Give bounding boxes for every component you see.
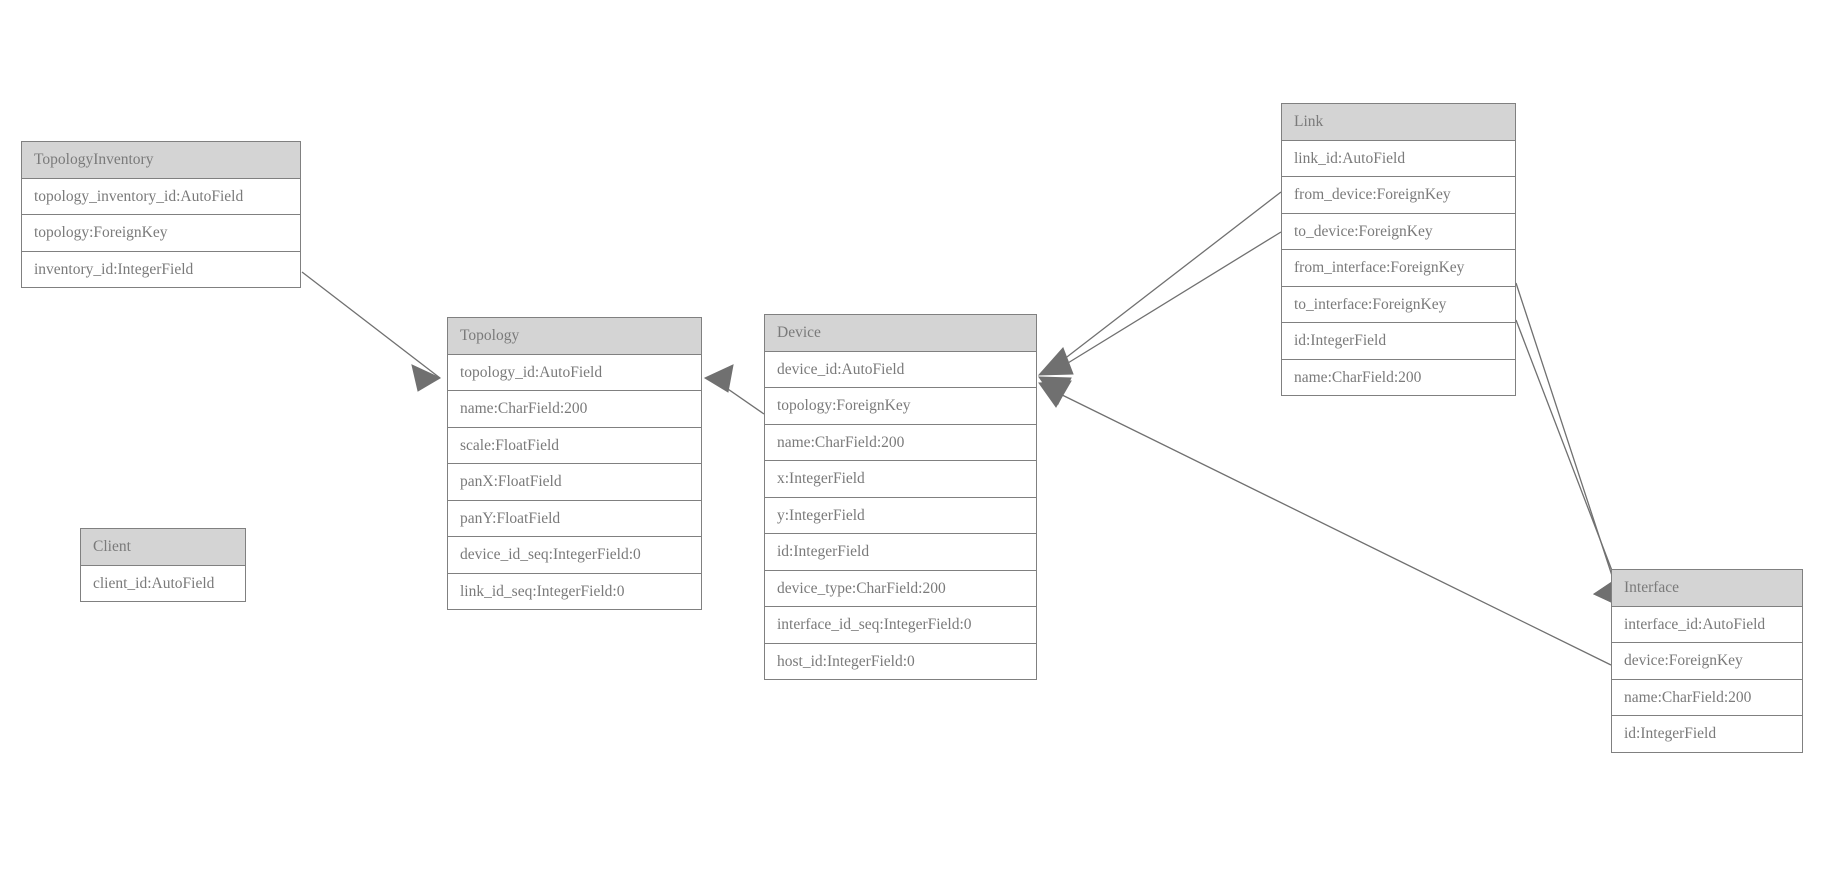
field-row: topology_id:AutoField bbox=[448, 354, 701, 391]
field-row: link_id:AutoField bbox=[1282, 140, 1515, 177]
field-row: panY:FloatField bbox=[448, 500, 701, 537]
rel-topologyinventory-topology bbox=[301, 271, 442, 392]
field-row: client_id:AutoField bbox=[81, 565, 245, 601]
rel-link-fromdevice-device bbox=[1037, 191, 1282, 376]
field-row: device:ForeignKey bbox=[1612, 643, 1802, 680]
field-row: topology_inventory_id:AutoField bbox=[22, 178, 300, 215]
edge-line bbox=[1049, 191, 1282, 371]
entity-title-link: Link bbox=[1282, 104, 1515, 141]
field-row: y:IntegerField bbox=[765, 497, 1036, 534]
field-row: name:CharField:200 bbox=[1612, 679, 1802, 716]
field-row: name:CharField:200 bbox=[448, 391, 701, 428]
edge-arrowhead bbox=[1038, 380, 1072, 408]
rel-link-frominterface-interface bbox=[1515, 282, 1623, 608]
edge-line bbox=[1515, 319, 1625, 603]
field-row: link_id_seq:IntegerField:0 bbox=[448, 573, 701, 609]
field-row: id:IntegerField bbox=[1282, 323, 1515, 360]
edge-line bbox=[1051, 389, 1612, 666]
field-row: device_id_seq:IntegerField:0 bbox=[448, 537, 701, 574]
entity-title-topology_inventory: TopologyInventory bbox=[22, 142, 300, 179]
edge-line bbox=[301, 271, 441, 379]
field-row: topology:ForeignKey bbox=[765, 388, 1036, 425]
rel-link-todevice-device bbox=[1038, 231, 1282, 405]
entity-title-topology: Topology bbox=[448, 318, 701, 355]
edge-line bbox=[711, 377, 765, 415]
field-row: inventory_id:IntegerField bbox=[22, 251, 300, 287]
edge-arrowhead bbox=[411, 364, 442, 392]
field-row: x:IntegerField bbox=[765, 461, 1036, 498]
field-row: to_device:ForeignKey bbox=[1282, 213, 1515, 250]
field-row: scale:FloatField bbox=[448, 427, 701, 464]
field-row: id:IntegerField bbox=[765, 534, 1036, 571]
edge-arrowhead bbox=[1037, 347, 1074, 376]
entity-title-interface: Interface bbox=[1612, 570, 1802, 607]
entity-title-device: Device bbox=[765, 315, 1036, 352]
field-row: name:CharField:200 bbox=[1282, 359, 1515, 395]
field-row: name:CharField:200 bbox=[765, 424, 1036, 461]
field-row: host_id:IntegerField:0 bbox=[765, 643, 1036, 679]
edge-arrowhead bbox=[703, 364, 734, 393]
field-row: from_interface:ForeignKey bbox=[1282, 250, 1515, 287]
edge-line bbox=[1515, 282, 1621, 601]
rel-device-topology bbox=[703, 364, 765, 415]
field-row: interface_id_seq:IntegerField:0 bbox=[765, 607, 1036, 644]
field-row: topology:ForeignKey bbox=[22, 215, 300, 252]
edge-arrowhead bbox=[1038, 376, 1072, 405]
field-row: id:IntegerField bbox=[1612, 716, 1802, 752]
rel-link-tointerface-interface bbox=[1515, 319, 1625, 608]
field-row: device_type:CharField:200 bbox=[765, 570, 1036, 607]
entity-title-client: Client bbox=[81, 529, 245, 566]
field-row: interface_id:AutoField bbox=[1612, 606, 1802, 643]
field-row: to_interface:ForeignKey bbox=[1282, 286, 1515, 323]
field-row: device_id:AutoField bbox=[765, 351, 1036, 388]
field-row: from_device:ForeignKey bbox=[1282, 177, 1515, 214]
edge-line bbox=[1049, 231, 1282, 375]
field-row: panX:FloatField bbox=[448, 464, 701, 501]
rel-interface-device bbox=[1038, 380, 1612, 666]
